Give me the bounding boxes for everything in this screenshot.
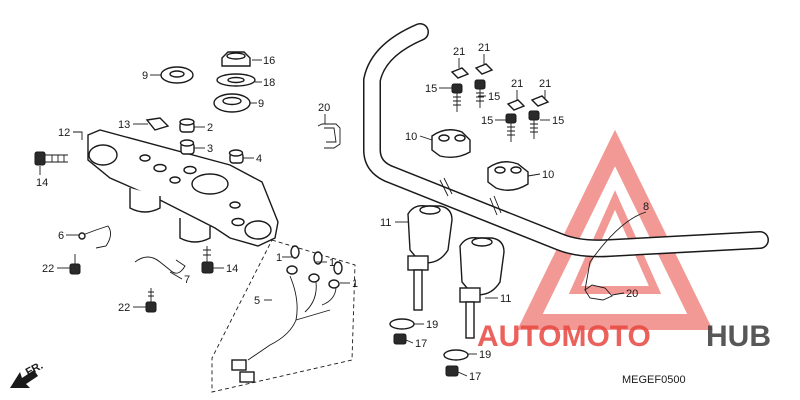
callout-5: 5 xyxy=(254,295,260,307)
callout-9: 9 xyxy=(258,98,264,110)
callout-21: 21 xyxy=(478,42,490,54)
harness-5 xyxy=(211,239,356,393)
lower-holder-right xyxy=(443,236,505,377)
callout-7: 7 xyxy=(184,274,190,286)
callout-14: 14 xyxy=(36,177,48,189)
front-direction-arrow xyxy=(10,370,38,388)
callout-21: 21 xyxy=(511,78,523,90)
front-direction-label: FR. xyxy=(24,360,45,379)
callout-6: 6 xyxy=(58,230,64,242)
callout-3: 3 xyxy=(207,143,213,155)
top-bridge xyxy=(87,129,279,247)
callouts: 9 16 18 9 12 13 2 3 4 14 6 22 7 14 22 5 … xyxy=(24,42,686,386)
callout-4: 4 xyxy=(256,153,262,165)
callout-8: 8 xyxy=(643,201,649,213)
cap-13 xyxy=(145,117,170,131)
callout-15: 15 xyxy=(488,91,500,103)
callout-15: 15 xyxy=(481,115,493,127)
bracket-6 xyxy=(78,225,111,249)
upper-holder-left xyxy=(431,129,471,159)
callout-10: 10 xyxy=(542,169,554,181)
nut-9-lower xyxy=(213,93,251,113)
handlebar xyxy=(363,23,769,258)
watermark-text: AUTOMOTO HUB xyxy=(477,320,771,353)
bolt-14-left xyxy=(34,151,68,166)
plug-2 xyxy=(179,118,195,133)
callout-19: 19 xyxy=(426,319,438,331)
wire-clip-7 xyxy=(134,256,186,274)
callout-19: 19 xyxy=(479,349,491,361)
callout-17: 17 xyxy=(469,371,481,383)
callout-1: 1 xyxy=(276,252,282,264)
callout-9: 9 xyxy=(142,70,148,82)
nut-16 xyxy=(221,51,251,67)
lower-holder-left xyxy=(389,204,453,345)
bolt-14-lower xyxy=(201,246,214,274)
plug-3 xyxy=(179,139,195,155)
callout-22: 22 xyxy=(42,263,54,275)
callout-16: 16 xyxy=(263,55,275,67)
callout-17: 17 xyxy=(415,338,427,350)
diagram-code: MEGEF0500 xyxy=(622,374,686,386)
callout-1: 1 xyxy=(329,257,335,269)
callout-18: 18 xyxy=(263,77,275,89)
callout-15: 15 xyxy=(552,115,564,127)
plug-4 xyxy=(228,149,244,164)
callout-12: 12 xyxy=(58,127,70,139)
bolt-22-lower xyxy=(145,288,157,313)
clip-20-right xyxy=(584,284,613,301)
callout-2: 2 xyxy=(207,122,213,134)
callout-1: 1 xyxy=(352,278,358,290)
callout-22: 22 xyxy=(118,302,130,314)
washer-18 xyxy=(216,73,256,87)
callout-21: 21 xyxy=(453,46,465,58)
watermark-word-automoto: AUTOMOTO xyxy=(477,320,651,353)
upper-holder-right xyxy=(487,161,529,191)
callout-20: 20 xyxy=(626,288,638,300)
callout-14: 14 xyxy=(226,263,238,275)
bulb-group xyxy=(286,245,343,289)
callout-15: 15 xyxy=(425,83,437,95)
callout-11: 11 xyxy=(500,293,511,305)
leader-lines xyxy=(39,54,647,377)
callout-10: 10 xyxy=(405,131,417,143)
watermark-word-hub: HUB xyxy=(706,320,771,353)
nut-9-top xyxy=(160,66,194,84)
callout-20: 20 xyxy=(318,102,330,114)
bolt-22-left xyxy=(69,254,81,275)
callout-13: 13 xyxy=(118,119,130,131)
callout-21: 21 xyxy=(539,78,551,90)
callout-11: 11 xyxy=(380,217,391,229)
bolts-15-21 xyxy=(450,63,550,142)
clip-20-left xyxy=(317,123,341,149)
